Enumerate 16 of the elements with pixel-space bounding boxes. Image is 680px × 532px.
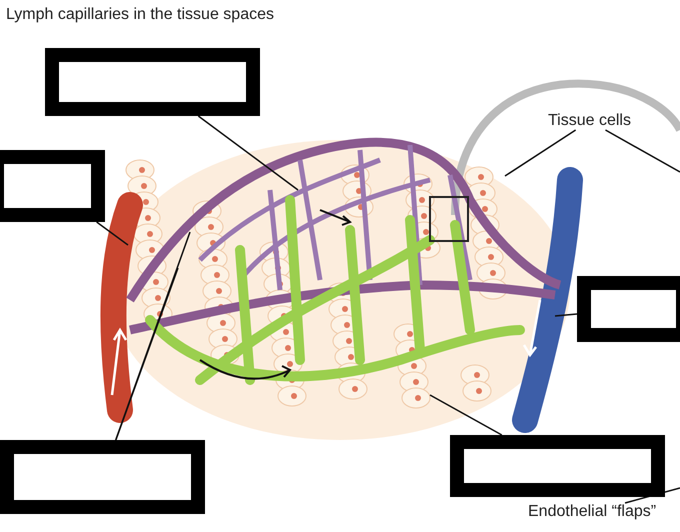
leader-line <box>430 394 502 436</box>
leader-line <box>554 313 578 317</box>
diagram-title: Lymph capillaries in the tissue spaces <box>6 6 274 24</box>
leader-line <box>198 115 298 191</box>
leader-line <box>504 129 576 177</box>
callout-label: Endothelial “flaps” <box>528 503 656 521</box>
answer-box <box>45 48 260 116</box>
answer-box <box>577 276 680 342</box>
callout-label: Tissue cells <box>548 112 631 130</box>
leader-line <box>115 268 179 440</box>
leader-line <box>115 232 191 440</box>
leader-line <box>96 221 128 246</box>
answer-box <box>0 440 205 514</box>
answer-box <box>450 435 665 497</box>
answer-box <box>0 150 105 222</box>
leader-line <box>605 129 680 173</box>
